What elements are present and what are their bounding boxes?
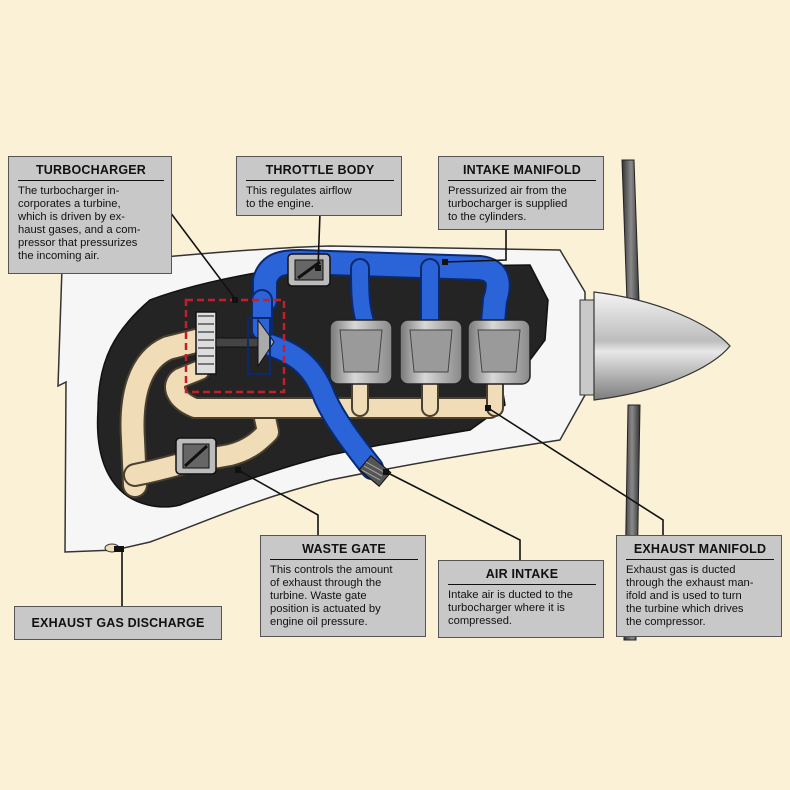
leader-exhaust-manifold xyxy=(487,407,664,535)
turbocharger-title: TURBOCHARGER xyxy=(18,163,164,181)
leader-lines xyxy=(121,211,664,608)
exhaust-manifold-description: Exhaust gas is ducted through the exhaus… xyxy=(626,564,754,628)
air-intake-filter xyxy=(358,455,392,487)
leader-waste-gate xyxy=(237,469,319,535)
leader-intake-manifold xyxy=(444,227,507,263)
leader-turbocharger xyxy=(169,211,237,301)
leader-throttle-body xyxy=(317,212,321,269)
waste-gate-title: WASTE GATE xyxy=(270,542,418,560)
throttle-body-title: THROTTLE BODY xyxy=(246,163,394,181)
exhaust-manifold-label: EXHAUST MANIFOLD Exhaust gas is ducted t… xyxy=(616,535,782,637)
waste-gate-label: WASTE GATE This controls the amount of e… xyxy=(260,535,426,637)
throttle-body xyxy=(287,253,331,287)
turbocharger-label: TURBOCHARGER The turbocharger in- corpor… xyxy=(8,156,172,274)
exhaust-manifold-title: EXHAUST MANIFOLD xyxy=(626,542,774,560)
intake-ducting xyxy=(251,249,511,480)
engine-cylinders xyxy=(329,319,531,385)
exhaust-gas-discharge-title: EXHAUST GAS DISCHARGE xyxy=(31,616,205,630)
turbocharger-unit xyxy=(184,298,286,394)
intake-manifold-title: INTAKE MANIFOLD xyxy=(448,163,596,181)
air-intake-label: AIR INTAKE Intake air is ducted to the t… xyxy=(438,560,604,638)
leader-dots xyxy=(232,259,491,475)
intake-manifold-label: INTAKE MANIFOLD Pressurized air from the… xyxy=(438,156,604,230)
waste-gate-valve xyxy=(175,437,217,475)
waste-gate-description: This controls the amount of exhaust thro… xyxy=(270,564,393,628)
exhaust-gas-discharge-label: EXHAUST GAS DISCHARGE xyxy=(14,606,222,640)
air-intake-description: Intake air is ducted to the turbocharger… xyxy=(448,589,574,627)
exhaust-ducting xyxy=(119,327,504,498)
throttle-body-description: This regulates airflow to the engine. xyxy=(246,185,352,210)
propeller-spinner xyxy=(579,291,731,401)
exhaust-discharge-pipe xyxy=(104,543,124,553)
air-intake-title: AIR INTAKE xyxy=(448,567,596,585)
throttle-body-label: THROTTLE BODY This regulates airflow to … xyxy=(236,156,402,216)
turbocharger-description: The turbocharger in- corporates a turbin… xyxy=(18,185,141,262)
intake-manifold-description: Pressurized air from the turbocharger is… xyxy=(448,185,568,223)
leader-air-intake xyxy=(385,471,521,560)
